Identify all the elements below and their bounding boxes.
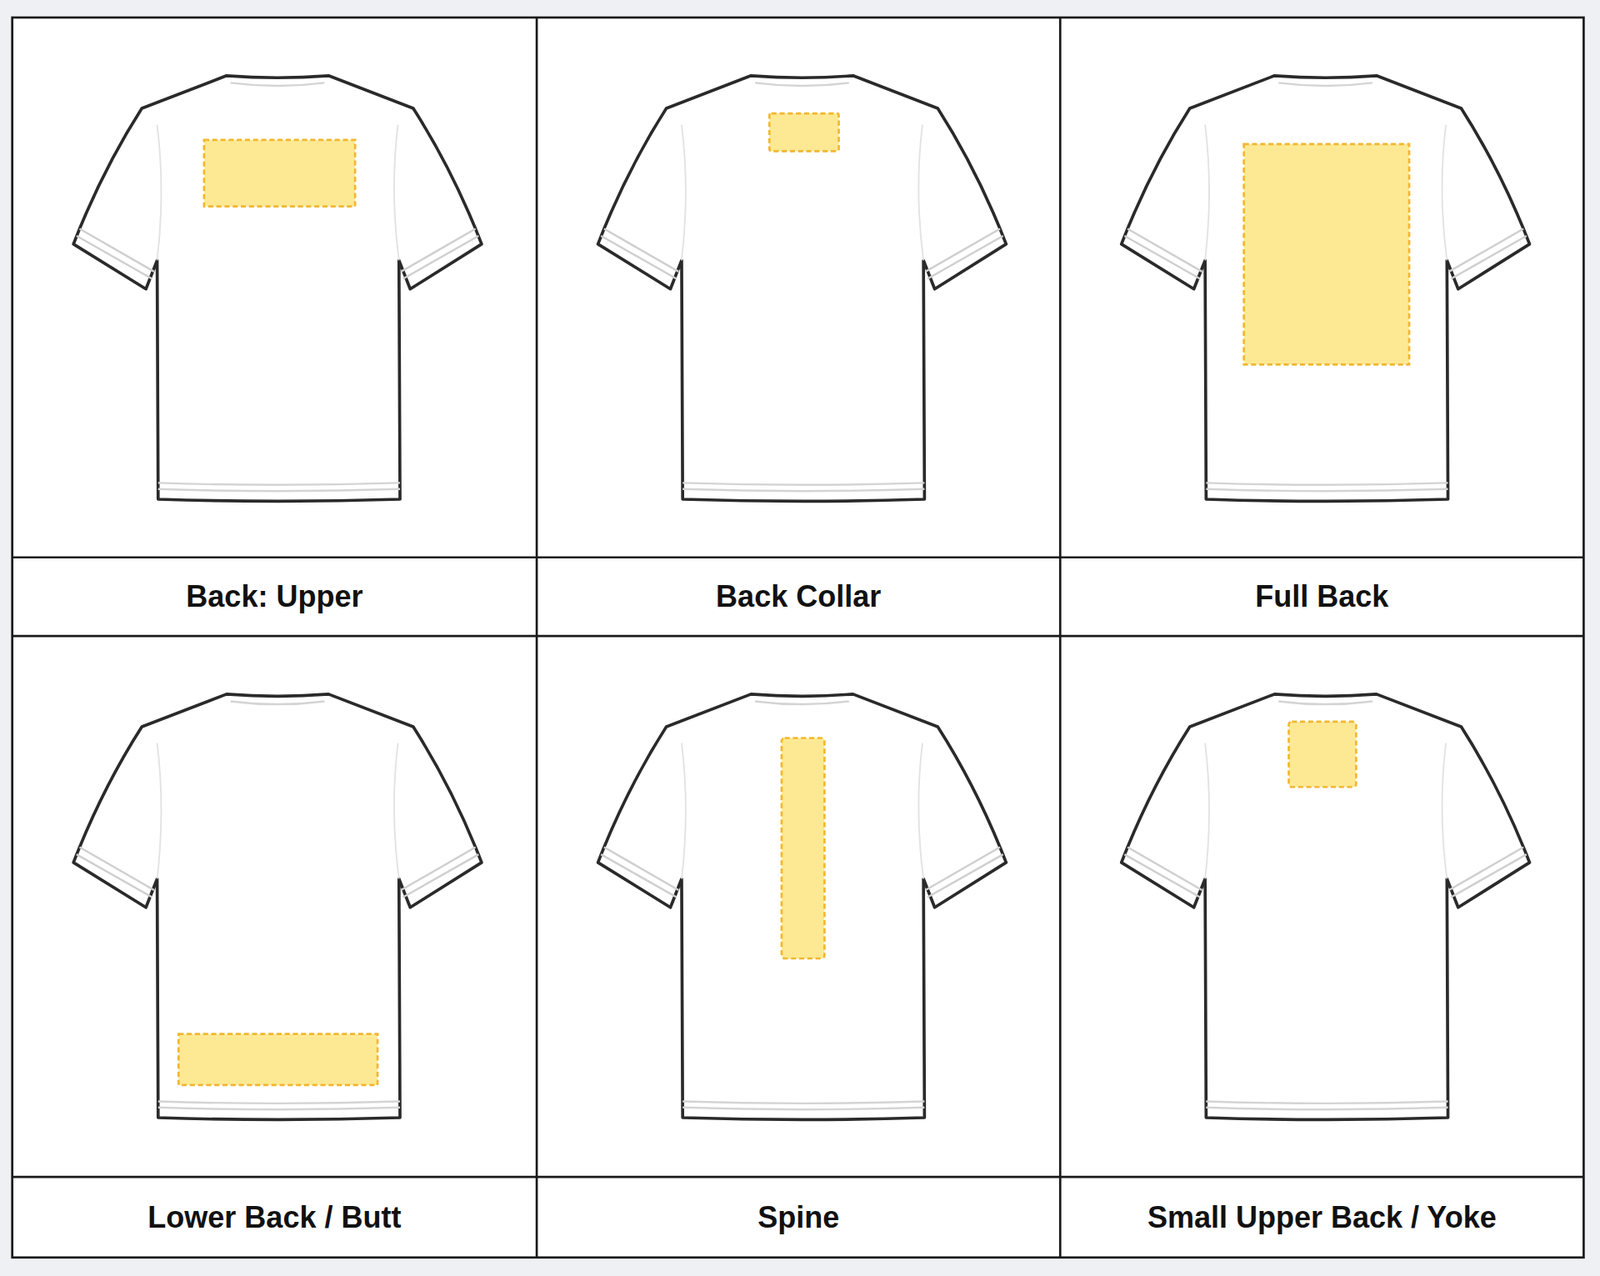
location-label: Back: Upper — [185, 579, 363, 615]
cell-box: Spine — [536, 1176, 1060, 1258]
cell-box: Back Collar — [536, 557, 1060, 636]
tshirt-back — [598, 75, 1007, 502]
tshirt-back — [1121, 75, 1530, 502]
tshirt-back — [598, 694, 1007, 1120]
location-label: Small Upper Back / Yoke — [1147, 1200, 1497, 1235]
tshirt-back — [1121, 694, 1530, 1120]
print-area — [769, 113, 839, 151]
tshirt-back — [73, 694, 482, 1120]
print-area — [178, 1034, 378, 1085]
table-ground — [12, 17, 1585, 1258]
cell-box: Small Upper Back / Yoke — [1060, 1176, 1584, 1258]
cell-box: Lower Back / Butt — [12, 1176, 537, 1258]
print-area — [204, 140, 355, 207]
location-label: Back Collar — [715, 579, 881, 615]
tshirt-back — [73, 75, 482, 502]
location-label: Lower Back / Butt — [147, 1200, 401, 1235]
print-area — [1289, 721, 1357, 787]
location-label: Spine — [757, 1200, 840, 1235]
cell-box: Full Back — [1060, 557, 1584, 636]
location-label: Full Back — [1255, 579, 1389, 615]
print-area — [1244, 144, 1410, 365]
table-grid — [12, 17, 1585, 1258]
cell-box: Back: Upper — [12, 557, 537, 636]
print-area — [781, 738, 825, 959]
